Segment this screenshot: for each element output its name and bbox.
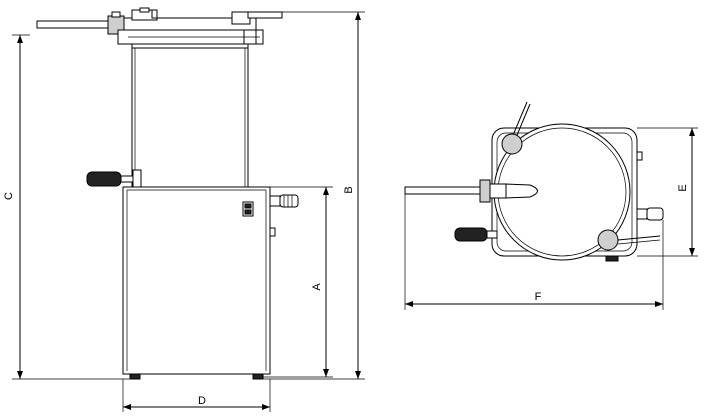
- cylinder-collar: [131, 43, 249, 49]
- lid-lock-block: [231, 11, 251, 25]
- lid-lock-lever: [247, 11, 283, 19]
- side-handle: [86, 169, 142, 189]
- crank-hub-bottom: [597, 229, 619, 251]
- dim-d-arrow-left: [123, 404, 131, 410]
- dim-e-label: E: [677, 184, 689, 191]
- dim-a-label: A: [311, 283, 323, 291]
- top-foot: [605, 255, 619, 262]
- foot-left: [129, 373, 141, 380]
- machine-body: [122, 186, 299, 380]
- dim-f-arrow-right: [655, 301, 663, 307]
- valve-base: [269, 195, 281, 207]
- foot-right: [252, 373, 264, 380]
- dim-c-arrow-bottom: [17, 371, 23, 379]
- top-view: [404, 101, 664, 262]
- body-outline: [122, 186, 271, 375]
- lid-hinge-pin: [151, 9, 158, 19]
- top-side-fitting: [636, 151, 643, 161]
- dim-c-label: C: [3, 192, 15, 200]
- lid-knob-cap: [111, 11, 121, 18]
- dim-e-arrow-top: [689, 128, 695, 136]
- crank-hub-top: [501, 133, 523, 155]
- valve-knob: [279, 194, 299, 208]
- control-indicator-top: [244, 203, 252, 209]
- dim-d-label: D: [198, 395, 206, 407]
- dim-a-arrow-bottom: [323, 369, 329, 377]
- side-fitting: [269, 227, 276, 237]
- top-dimensions: E F: [404, 127, 698, 310]
- top-valve-knob: [646, 207, 664, 221]
- top-handle-grip: [454, 227, 488, 242]
- top-valve-base: [636, 208, 648, 220]
- nozzle-nut: [479, 179, 491, 203]
- lever-bottom-edge: [617, 239, 661, 245]
- nozzle-rod: [404, 186, 486, 195]
- dim-b-arrow-top: [355, 12, 361, 20]
- control-indicator-bottom: [244, 209, 252, 215]
- top-handle-shaft: [486, 230, 498, 239]
- control-panel: [242, 201, 254, 217]
- cylinder: [131, 43, 249, 187]
- lid-hinge-cap: [139, 7, 150, 13]
- dim-f-arrow-left: [405, 301, 413, 307]
- handle-shaft: [120, 175, 134, 183]
- crank-arm-edge: [514, 103, 531, 141]
- dim-f-label: F: [535, 291, 542, 303]
- front-view: [36, 7, 299, 380]
- lid-assembly: [36, 7, 283, 45]
- handle-grip: [86, 171, 122, 187]
- dim-d-arrow-right: [262, 404, 270, 410]
- dim-e-arrow-bottom: [689, 248, 695, 256]
- dim-b-arrow-bottom: [355, 371, 361, 379]
- dim-c-arrow-top: [17, 35, 23, 43]
- dim-a-arrow-top: [323, 187, 329, 195]
- lever-bottom: [617, 235, 661, 241]
- front-dimensions: C B A D: [3, 11, 365, 412]
- dim-b-label: B: [343, 186, 355, 193]
- handle-mount: [132, 169, 142, 189]
- nozzle-collar: [489, 183, 507, 199]
- nozzle-tip: [505, 183, 538, 199]
